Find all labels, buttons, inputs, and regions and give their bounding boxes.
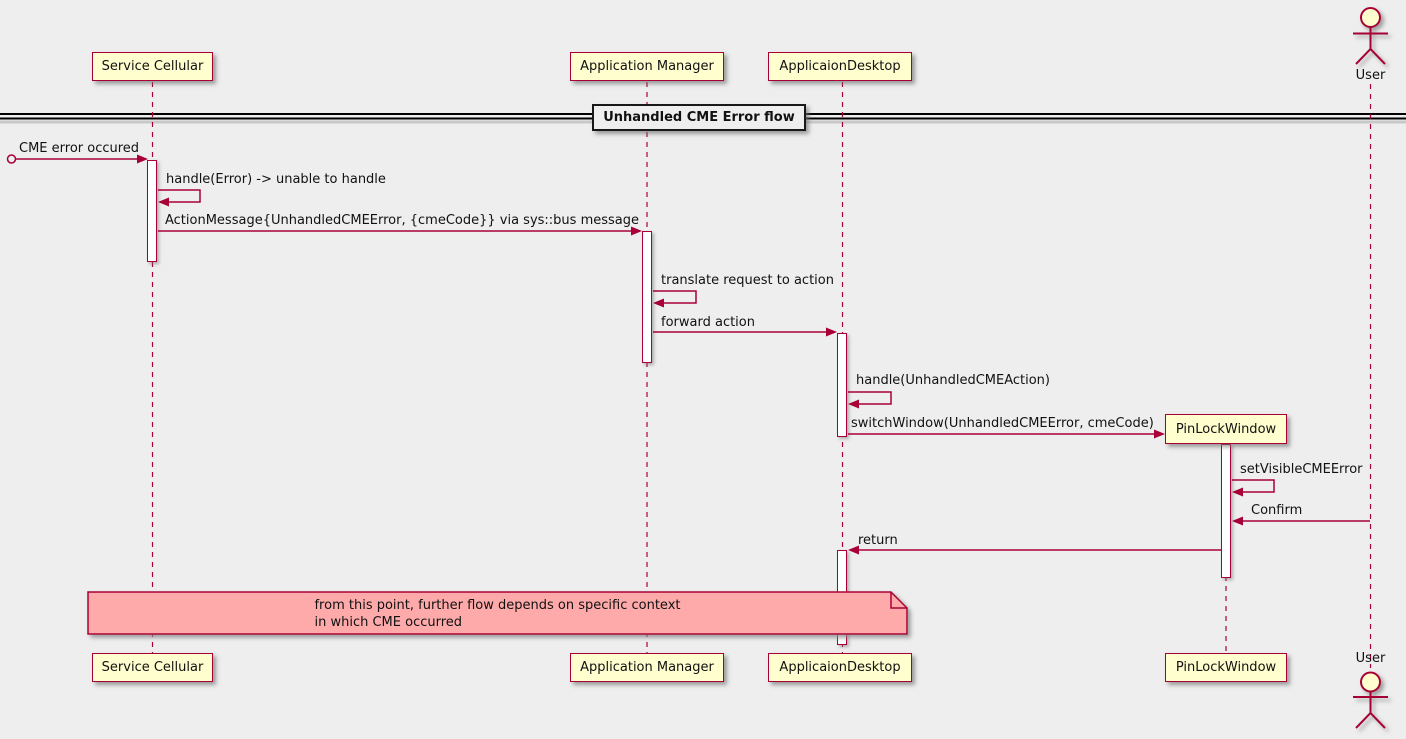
activation-bar-application-manager: [642, 231, 652, 363]
arrowhead-translate-request: [653, 298, 664, 308]
message-label-setvisiblecmeerror: setVisibleCMEError: [1240, 462, 1363, 477]
participant-box-pinlockwindow-bottom: PinLockWindow: [1165, 653, 1287, 682]
message-label-return: return: [858, 533, 898, 548]
participant-box-application-manager-bottom: Application Manager: [570, 653, 724, 682]
actor-user-figure-bottom: [1353, 671, 1388, 729]
arrowhead-setvisiblecmeerror: [1232, 487, 1243, 497]
found-message-circle: [6, 154, 17, 164]
arrowhead-switchwindow: [1154, 429, 1165, 439]
message-label-cme-error-occured: CME error occured: [19, 141, 140, 156]
message-arrow-handle-unhandledcmeaction-self: [848, 391, 892, 405]
message-label-handle-error: handle(Error) -> unable to handle: [166, 172, 386, 187]
actor-user-label-top: User: [1355, 68, 1386, 83]
arrowhead-cme-error: [137, 154, 148, 164]
actor-user-label-bottom: User: [1355, 651, 1386, 666]
message-label-handle-unhandledcmeaction: handle(UnhandledCMEAction): [856, 373, 1050, 388]
note-further-flow-text: from this point, further flow depends on…: [88, 597, 907, 631]
arrowhead-handle-error: [158, 197, 169, 207]
participant-box-applicaion-desktop-bottom: ApplicaionDesktop: [768, 653, 912, 682]
participant-box-pinlockwindow-created: PinLockWindow: [1165, 414, 1287, 444]
activation-bar-applicaion-desktop-1: [837, 333, 847, 437]
note-line-1: from this point, further flow depends on…: [314, 598, 681, 613]
divider-title: Unhandled CME Error flow: [592, 104, 806, 131]
arrowhead-actionmessage: [631, 226, 642, 236]
arrowhead-confirm: [1232, 516, 1243, 526]
note-line-2: in which CME occurred: [314, 615, 463, 630]
arrowhead-return: [848, 545, 859, 555]
arrowhead-forward-action: [826, 327, 837, 337]
message-arrow-translate-request-self: [653, 290, 697, 304]
message-label-switchwindow: switchWindow(UnhandledCMEError, cmeCode): [851, 416, 1154, 431]
arrowhead-handle-unhandledcmeaction: [848, 399, 859, 409]
actor-user-figure-top: [1353, 7, 1388, 65]
participant-box-applicaion-desktop-top: ApplicaionDesktop: [768, 52, 912, 81]
message-label-confirm: Confirm: [1251, 503, 1303, 518]
message-arrow-setvisiblecmeerror-self: [1232, 479, 1275, 493]
message-label-translate-request: translate request to action: [661, 273, 834, 288]
participant-box-service-cellular-bottom: Service Cellular: [92, 653, 213, 682]
participant-box-service-cellular-top: Service Cellular: [92, 52, 213, 81]
message-label-forward-action: forward action: [661, 315, 755, 330]
message-arrow-handle-error-self: [158, 189, 201, 203]
message-label-actionmessage: ActionMessage{UnhandledCMEError, {cmeCod…: [165, 213, 639, 228]
participant-box-application-manager-top: Application Manager: [570, 52, 724, 81]
activation-bar-pinlockwindow: [1221, 444, 1231, 578]
note-further-flow-shape: [87, 591, 908, 635]
activation-bar-service-cellular: [147, 160, 157, 262]
